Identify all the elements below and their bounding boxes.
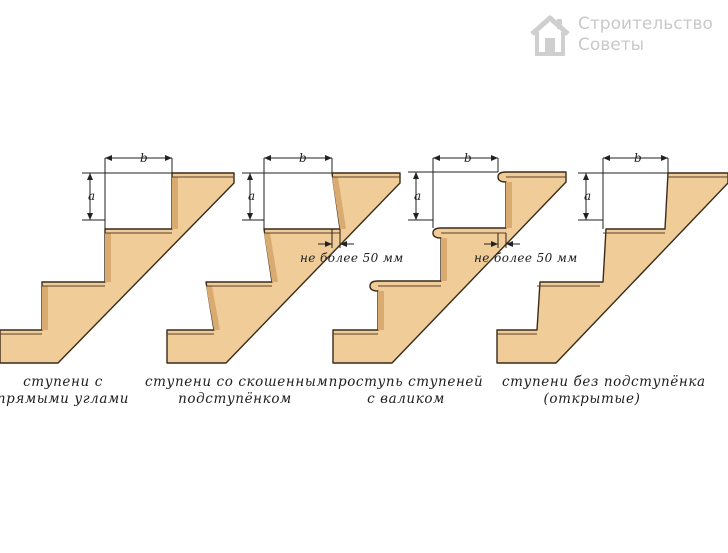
- stair-shadow: [441, 238, 447, 281]
- watermark-line2: Советы: [578, 35, 645, 55]
- dimension-open: b a: [578, 151, 669, 229]
- stair-shadow: [378, 291, 384, 330]
- watermark-line1: Строительство: [578, 14, 713, 34]
- caption-line: проступь ступеней: [328, 374, 484, 390]
- stair-shadow: [105, 233, 111, 282]
- caption-line: ступени со скошенным: [145, 374, 329, 390]
- note-max-50mm: не более 50 мм: [474, 251, 578, 265]
- caption-square: ступени с прямыми углами: [0, 374, 153, 408]
- height-label-a: a: [414, 189, 421, 203]
- stair-shadow: [42, 286, 48, 330]
- stair-square: [0, 172, 235, 364]
- stair-shadow: [172, 177, 178, 229]
- stair-slanted-riser: [166, 172, 401, 364]
- caption-nosing: проступь ступеней с валиком: [316, 374, 496, 408]
- height-label-a: a: [88, 189, 95, 203]
- watermark: Строительство Советы: [528, 10, 728, 62]
- dimension-nosing: b a не более 50 мм: [408, 151, 578, 265]
- width-label-b: b: [299, 151, 307, 165]
- stair-shadow: [264, 233, 278, 282]
- house-logo-icon: [530, 15, 570, 56]
- caption-line: прямыми углами: [0, 391, 130, 407]
- stair-open: [496, 172, 728, 364]
- dimension-slanted: b a не более 50 мм: [242, 151, 404, 265]
- height-label-a: a: [248, 189, 255, 203]
- caption-line: с валиком: [367, 391, 445, 407]
- stair-shadow: [332, 177, 346, 229]
- caption-line: ступени без подступёнка: [502, 374, 706, 390]
- caption-line: (открытые): [543, 391, 641, 407]
- stair-nosing: [332, 171, 567, 364]
- width-label-b: b: [140, 151, 148, 165]
- stair-body: [496, 172, 728, 364]
- width-label-b: b: [464, 151, 472, 165]
- note-max-50mm: не более 50 мм: [300, 251, 404, 265]
- width-label-b: b: [634, 151, 642, 165]
- caption-open: ступени без подступёнка (открытые): [502, 374, 706, 408]
- dimension-square: b a: [82, 151, 173, 229]
- height-label-a: a: [584, 189, 591, 203]
- stair-shadow: [506, 182, 512, 228]
- caption-line: ступени с: [23, 374, 103, 390]
- caption-line: подступёнком: [178, 391, 292, 407]
- stair-shadow: [206, 286, 220, 330]
- caption-slanted-riser: ступени со скошенным подступёнком: [145, 374, 329, 408]
